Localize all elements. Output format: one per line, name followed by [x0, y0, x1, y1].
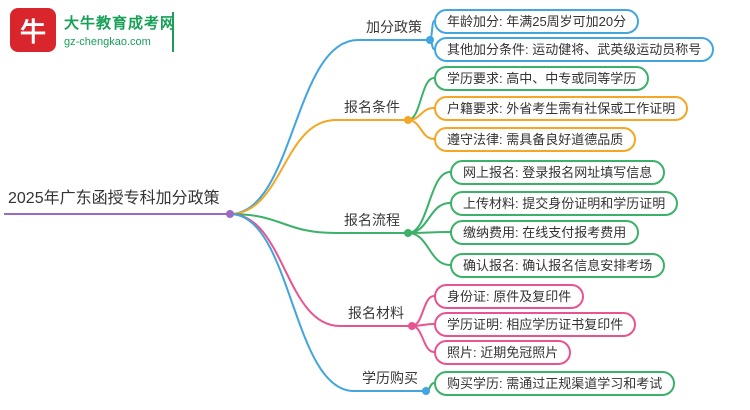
leaf-photo: 照片: 近期免冠照片: [434, 340, 572, 365]
link-leaf: [407, 119, 435, 140]
link-leaf: [407, 232, 451, 266]
branch-registration-materials: 报名材料: [340, 304, 412, 327]
site-logo: 牛 大牛教育成考网 gz-chengkao.com: [10, 8, 176, 52]
link-root-registration-materials: [229, 213, 341, 327]
root-node: 2025年广东函授专科加分政策: [4, 188, 230, 215]
leaf-confirm-registration: 确认报名: 确认报名信息安排考场: [450, 253, 666, 278]
leaf-upload-materials: 上传材料: 提交身份证明和学历证明: [450, 191, 679, 216]
leaf-diploma-proof: 学历证明: 相应学历证书复印件: [434, 312, 637, 337]
leaf-pay-fee: 缴纳费用: 在线支付报考费用: [450, 220, 640, 245]
link-leaf: [411, 325, 435, 353]
link-leaf: [407, 202, 451, 234]
branch-registration-process: 报名流程: [336, 211, 408, 234]
link-leaf: [411, 295, 435, 327]
branch-registration-conditions: 报名条件: [336, 98, 408, 121]
root-toggle-dot[interactable]: [226, 210, 234, 218]
branch-toggle-dot[interactable]: [404, 229, 412, 237]
leaf-buy-diploma: 购买学历: 需通过正规渠道学习和考试: [434, 371, 676, 396]
leaf-online-registration: 网上报名: 登录报名网址填写信息: [450, 160, 666, 185]
logo-divider: [172, 12, 174, 52]
link-root-registration-conditions: [229, 119, 337, 215]
branch-toggle-dot[interactable]: [408, 322, 416, 330]
link-root-diploma-purchase: [229, 213, 355, 392]
branch-bonus-policy: 加分政策: [358, 18, 430, 41]
branch-diploma-purchase: 学历购买: [354, 369, 426, 392]
site-name: 大牛教育成考网: [64, 15, 177, 32]
link-root-bonus-policy: [229, 39, 359, 215]
leaf-education-requirement: 学历要求: 高中、中专或同等学历: [434, 66, 650, 91]
logo-text-block: 大牛教育成考网 gz-chengkao.com: [64, 12, 176, 48]
logo-bull-icon: 牛: [10, 8, 56, 52]
link-root-registration-process: [229, 213, 337, 234]
link-leaf: [407, 231, 451, 234]
site-url: gz-chengkao.com: [64, 36, 151, 48]
branch-toggle-dot[interactable]: [404, 116, 412, 124]
branch-toggle-dot[interactable]: [426, 36, 434, 44]
link-leaf: [407, 171, 451, 234]
leaf-age-bonus: 年龄加分: 年满25周岁可加20分: [434, 9, 640, 34]
branch-toggle-dot[interactable]: [422, 387, 430, 395]
leaf-residence-requirement: 户籍要求: 外省考生需有社保或工作证明: [434, 96, 689, 121]
leaf-other-bonus: 其他加分条件: 运动健将、武英级运动员称号: [434, 37, 715, 62]
leaf-id-card: 身份证: 原件及复印件: [434, 284, 585, 309]
leaf-law-requirement: 遵守法律: 需具备良好道德品质: [434, 127, 637, 152]
